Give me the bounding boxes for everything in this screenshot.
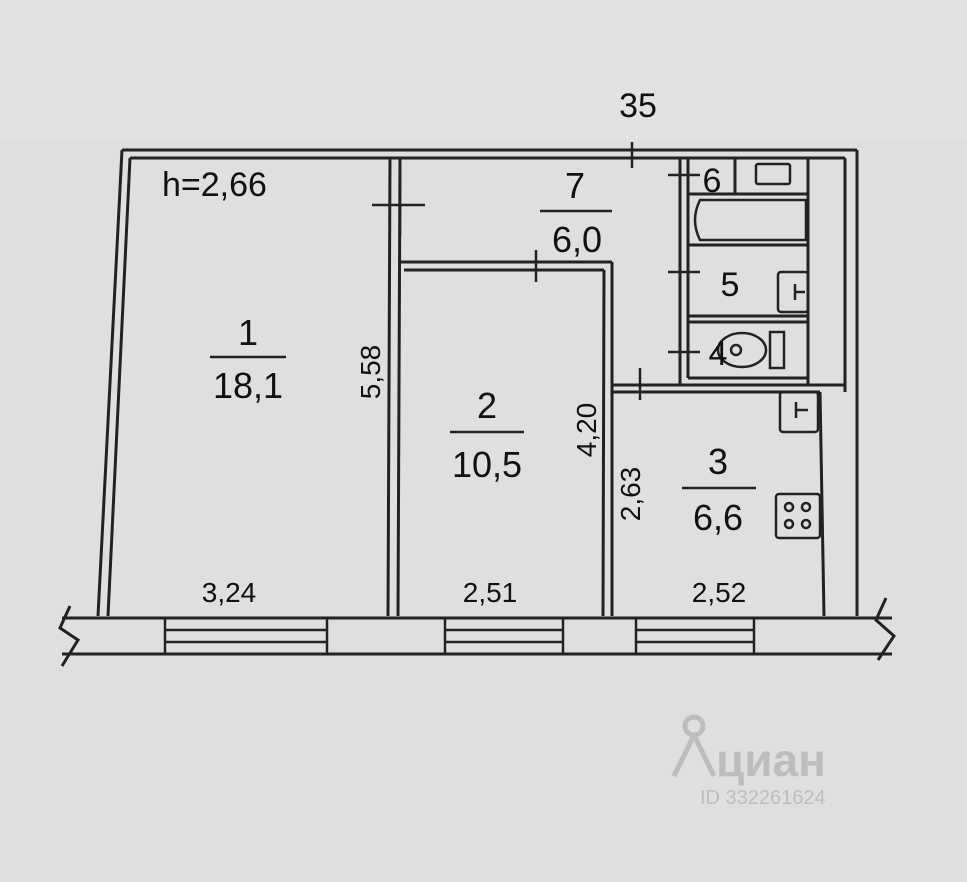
room-3-area: 6,6 — [693, 497, 743, 538]
bath-sink — [776, 270, 810, 314]
sink-room6 — [754, 162, 792, 186]
room-2-width: 2,51 — [463, 577, 518, 608]
sheet-number: 35 — [619, 87, 657, 125]
kitchen-sink — [778, 390, 820, 434]
watermark: циан ID 332261624 — [671, 714, 826, 809]
bathtub — [693, 198, 808, 242]
watermark-id: ID 332261624 — [700, 787, 826, 809]
room-2-area: 10,5 — [452, 444, 522, 485]
room-2-length: 4,20 — [571, 403, 602, 458]
window-1 — [163, 616, 329, 656]
room-3-width: 2,52 — [692, 577, 747, 608]
room-3-number: 3 — [708, 441, 728, 482]
room-4-number: 4 — [709, 335, 728, 373]
room-1-area: 18,1 — [213, 365, 283, 406]
room-6-number: 6 — [703, 162, 722, 200]
door-marks — [372, 142, 700, 400]
room-1-number: 1 — [238, 312, 258, 353]
watermark-brand: циан — [716, 734, 826, 786]
room-3-length: 2,63 — [615, 467, 646, 522]
watermark-logo-icon — [671, 714, 717, 778]
room-7-number: 7 — [565, 165, 585, 206]
paper-highlight — [0, 0, 967, 140]
room-7-area: 6,0 — [552, 219, 602, 260]
toilet — [716, 330, 786, 370]
window-2 — [443, 616, 565, 656]
outer-walls — [96, 148, 859, 617]
ceiling-height: h=2,66 — [162, 166, 267, 204]
room-1-width: 3,24 — [202, 577, 257, 608]
room-5-number: 5 — [721, 266, 740, 304]
window-3 — [634, 616, 756, 656]
room-1-length: 5,58 — [355, 345, 386, 400]
stove-icon — [774, 492, 822, 540]
room-2-number: 2 — [477, 385, 497, 426]
